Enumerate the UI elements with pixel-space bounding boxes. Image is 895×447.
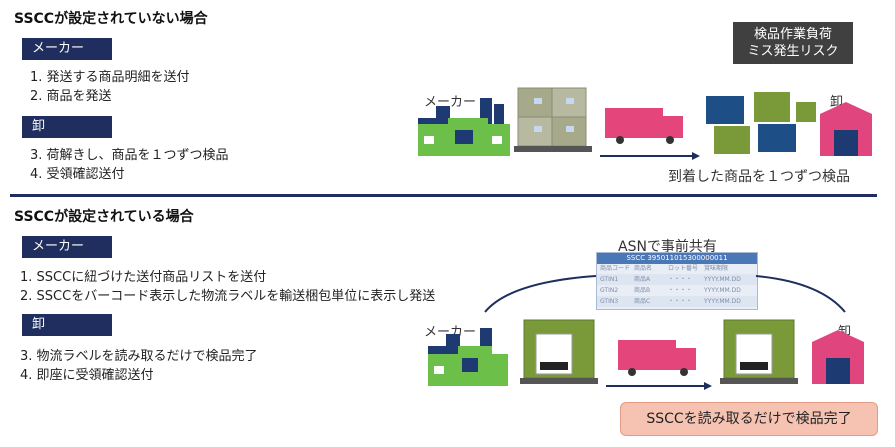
section1-wholesale-tag: 卸 [22, 116, 112, 138]
factory-icon [418, 98, 510, 156]
section2-maker-label: メーカー [424, 325, 477, 340]
asn-arc-left [484, 275, 597, 313]
asn-cell: 商品A [634, 276, 651, 283]
asn-col-name: 商品名 [634, 265, 653, 272]
asn-table-row: GTIN1 商品A ・・・・ YYYY.MM.DD [597, 274, 757, 285]
risk-box: 検品作業負荷 ミス発生リスク [733, 22, 853, 64]
section1-wholesale-step-3: 3. 荷解きし、商品を１つずつ検品 [30, 148, 229, 163]
section-divider [10, 194, 877, 197]
section1-maker-tag: メーカー [22, 38, 112, 60]
asn-table-header: SSCC 395011015300000011 [597, 253, 757, 264]
asn-cell: ・・・・ [668, 298, 693, 305]
warehouse-icon [820, 102, 872, 156]
section2-wholesale-tag: 卸 [22, 314, 112, 336]
asn-col-lot: ロット番号 [668, 265, 699, 272]
section2-wholesale-step-4: 4. 即座に受領確認送付 [20, 368, 154, 383]
asn-cell: YYYY.MM.DD [704, 287, 741, 294]
asn-col-date: 賞味期限 [704, 265, 729, 272]
labeled-pallet-icon [520, 319, 598, 384]
truck-icon [618, 340, 696, 376]
pallet-boxes-icon [514, 87, 592, 152]
section1-maker-step-2: 2. 商品を発送 [30, 89, 112, 104]
section2-illustration [428, 275, 864, 390]
asn-cell: YYYY.MM.DD [704, 276, 741, 283]
asn-table-columns: 商品コード 商品名 ロット番号 賞味期限 [597, 264, 757, 274]
section1-caption: 到着した商品を１つずつ検品 [668, 169, 850, 185]
arrow-head [692, 152, 700, 160]
received-pallet-icon [720, 319, 798, 384]
asn-table-row: GTIN3 商品C ・・・・ YYYY.MM.DD [597, 296, 757, 307]
section2-maker-tag: メーカー [22, 236, 112, 258]
asn-cell: GTIN3 [600, 298, 619, 305]
section2-maker-step-2: 2. SSCCをバーコード表示した物流ラベルを輸送梱包単位に表示し発送 [20, 289, 436, 304]
section1-illustration [418, 87, 872, 160]
asn-cell: GTIN1 [600, 276, 619, 283]
asn-cell: 商品C [634, 298, 651, 305]
asn-cell: YYYY.MM.DD [704, 298, 741, 305]
asn-cell: 商品B [634, 287, 651, 294]
section2-heading: SSCCが設定されている場合 [14, 209, 194, 225]
factory-icon [428, 328, 508, 386]
asn-label: ASNで事前共有 [618, 239, 717, 255]
asn-col-code: 商品コード [600, 265, 631, 272]
truck-icon [605, 108, 683, 144]
arrow-head [704, 382, 712, 390]
asn-cell: ・・・・ [668, 276, 693, 283]
warehouse-icon [812, 330, 864, 384]
section2-maker-step-1: 1. SSCCに紐づけた送付商品リストを送付 [20, 270, 267, 285]
scattered-boxes-icon [706, 92, 816, 154]
asn-arc-right [755, 275, 846, 313]
asn-table: SSCC 395011015300000011 商品コード 商品名 ロット番号 … [596, 252, 758, 310]
section2-wholesale-step-3: 3. 物流ラベルを読み取るだけで検品完了 [20, 349, 258, 364]
risk-line-1: 検品作業負荷 [753, 27, 832, 42]
section1-wholesale-step-4: 4. 受領確認送付 [30, 167, 125, 182]
section1-maker-step-1: 1. 発送する商品明細を送付 [30, 70, 190, 85]
asn-cell: GTIN2 [600, 287, 619, 294]
section1-heading: SSCCが設定されていない場合 [14, 11, 208, 27]
asn-cell: ・・・・ [668, 287, 693, 294]
callout-scan-complete: SSCCを読み取るだけで検品完了 [620, 402, 878, 436]
risk-line-2: ミス発生リスク [747, 44, 839, 59]
asn-table-row: GTIN2 商品B ・・・・ YYYY.MM.DD [597, 285, 757, 296]
